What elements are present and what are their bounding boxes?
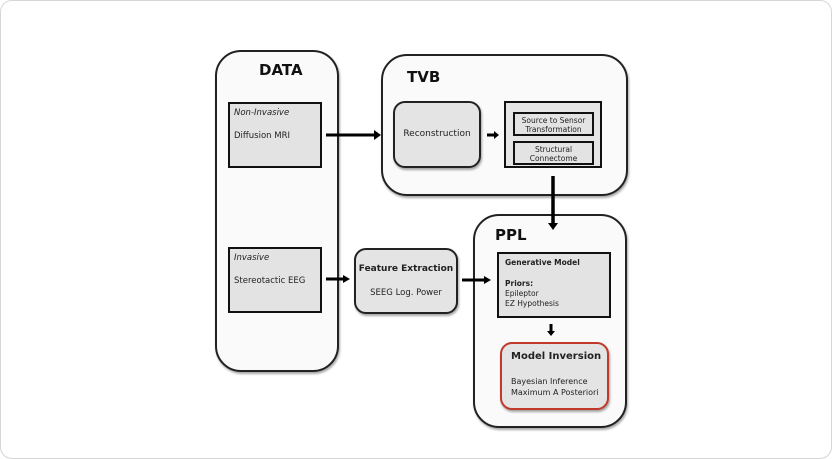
- prior-ez-hypothesis: EZ Hypothesis: [505, 299, 559, 308]
- priors-label: Priors:: [505, 279, 534, 288]
- data-panel-title: DATA: [259, 61, 303, 79]
- feature-extraction-box: Feature Extraction SEEG Log. Power: [354, 248, 458, 314]
- ppl-panel-title: PPL: [495, 226, 527, 244]
- source-to-sensor-line1: Source to Sensor: [521, 116, 586, 125]
- reconstruction-label: Reconstruction: [403, 129, 471, 139]
- bayesian-inference-label: Bayesian Inference: [511, 377, 588, 386]
- stereotactic-eeg-label: Stereotactic EEG: [234, 276, 306, 286]
- feature-extraction-title: Feature Extraction: [358, 264, 454, 274]
- source-to-sensor-box: Source to Sensor Transformation: [513, 112, 594, 136]
- model-inversion-box: Model Inversion Bayesian Inference Maxim…: [500, 342, 609, 410]
- source-to-sensor-line2: Transformation: [525, 125, 582, 134]
- feature-extraction-subtitle: SEEG Log. Power: [370, 288, 442, 298]
- non-invasive-box: Non-Invasive Diffusion MRI: [228, 102, 322, 168]
- non-invasive-label: Non-Invasive: [234, 108, 290, 118]
- tvb-panel-title: TVB: [407, 68, 441, 86]
- diffusion-mri-label: Diffusion MRI: [234, 131, 290, 141]
- structural-connectome-line2: Connectome: [529, 154, 578, 163]
- structural-connectome-line1: Structural: [534, 145, 573, 154]
- generative-model-box: Generative Model Priors: Epileptor EZ Hy…: [497, 252, 611, 318]
- reconstruction-box: Reconstruction: [393, 101, 481, 168]
- data-panel: DATA: [215, 50, 339, 372]
- structural-connectome-box: Structural Connectome: [513, 141, 594, 165]
- invasive-box: Invasive Stereotactic EEG: [228, 247, 322, 313]
- maximum-a-posteriori-label: Maximum A Posteriori: [511, 388, 599, 397]
- generative-model-title: Generative Model: [505, 258, 580, 267]
- invasive-label: Invasive: [234, 253, 270, 263]
- prior-epileptor: Epileptor: [505, 289, 539, 298]
- model-inversion-title: Model Inversion: [511, 351, 602, 362]
